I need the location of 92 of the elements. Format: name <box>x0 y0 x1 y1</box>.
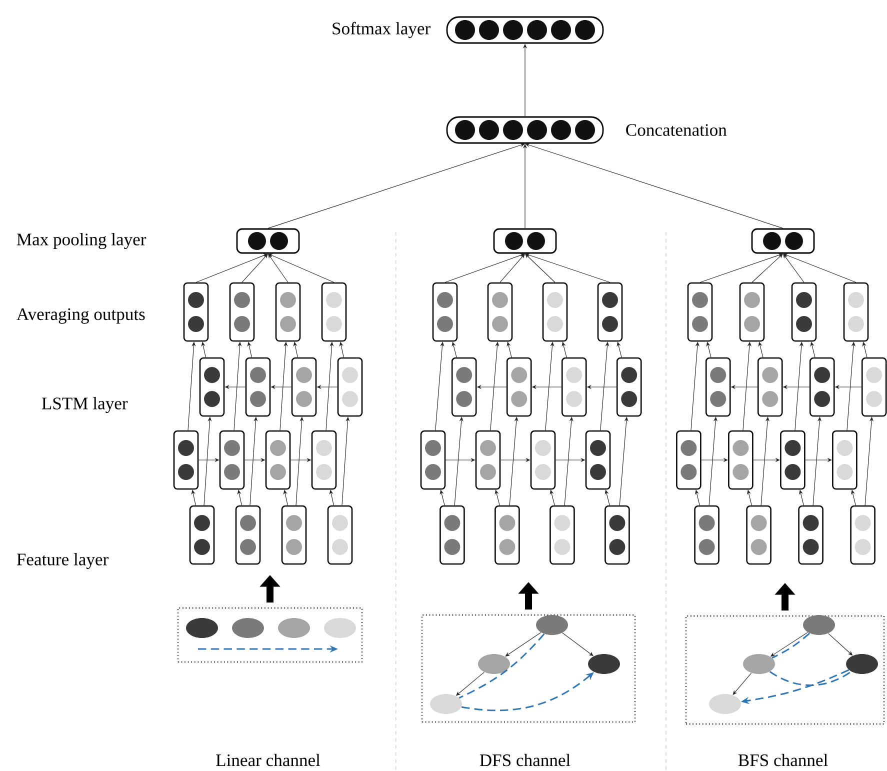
neuron-vector <box>616 357 642 417</box>
neuron-vector <box>757 357 783 417</box>
neuron-vector <box>561 357 587 417</box>
neuron-vector <box>173 430 199 490</box>
neuron-vector <box>420 430 446 490</box>
neuron-vector <box>337 357 363 417</box>
input-box <box>686 616 884 724</box>
graph-node <box>536 615 568 635</box>
neuron-vector <box>739 282 765 342</box>
channel-caption: DFS channel <box>480 754 570 766</box>
channel-caption: BFS channel <box>738 754 828 766</box>
neuron-vector <box>694 505 720 565</box>
layer-label: Max pooling layer <box>16 233 146 249</box>
neuron-vector <box>550 505 575 565</box>
layer-label: Averaging outputs <box>16 308 145 324</box>
neuron-vector <box>327 505 353 565</box>
neuron-vector <box>245 357 271 417</box>
neuron-vector <box>281 505 307 565</box>
input-box <box>422 614 636 722</box>
graph-node <box>324 618 356 638</box>
neuron-vector <box>493 228 557 254</box>
neuron-vector <box>432 282 458 342</box>
arrow <box>525 143 784 229</box>
arrow <box>268 254 334 283</box>
graph-node <box>709 694 741 714</box>
neuron-vector <box>751 228 815 254</box>
neuron-vector <box>219 430 245 490</box>
neuron-vector <box>597 282 623 342</box>
neuron-vector <box>585 430 611 490</box>
graph-node <box>743 654 775 674</box>
arrow <box>525 254 556 283</box>
arrow <box>525 253 610 283</box>
graph-node <box>846 654 878 674</box>
arrow <box>500 254 525 283</box>
neuron-vector <box>705 357 731 417</box>
neuron-vector <box>832 430 858 490</box>
graph-node <box>278 618 310 638</box>
graph-node <box>478 654 510 674</box>
neuron-vector <box>798 505 824 565</box>
neuron-vector <box>850 505 876 565</box>
neuron-vector <box>446 16 604 44</box>
neuron-vector <box>604 505 630 565</box>
neuron-vector <box>236 228 300 254</box>
neuron-vector <box>189 505 215 565</box>
neuron-vector <box>183 282 209 342</box>
arrow <box>732 672 752 695</box>
neuron-vector <box>440 505 465 565</box>
neuron-vector <box>475 430 501 490</box>
neuron-vector <box>746 505 772 565</box>
neuron-vector <box>265 430 291 490</box>
neuron-vector <box>676 430 702 490</box>
arrow <box>752 254 783 283</box>
neuron-vector <box>687 282 713 342</box>
input-box <box>178 608 362 662</box>
neuron-vector <box>506 357 532 417</box>
neuron-vector <box>275 282 301 342</box>
neuron-vector <box>446 116 604 144</box>
traversal-line <box>458 633 545 699</box>
arrow <box>783 254 856 283</box>
layer-label: LSTM layer <box>42 397 128 413</box>
graph-node <box>186 618 218 638</box>
arrow <box>196 254 268 283</box>
neuron-vector <box>728 430 754 490</box>
neuron-vector <box>321 282 347 342</box>
graph-node <box>430 694 462 714</box>
neuron-vector <box>861 357 887 417</box>
arrow <box>268 143 525 229</box>
neuron-vector <box>451 357 477 417</box>
neuron-vector <box>235 505 261 565</box>
neuron-vector <box>843 282 869 342</box>
neuron-vector <box>487 282 513 342</box>
graph-node <box>232 618 264 638</box>
arrow <box>242 254 268 283</box>
neuron-vector <box>791 282 817 342</box>
neuron-vector <box>542 282 568 342</box>
neuron-vector <box>780 430 806 490</box>
layer-label: Concatenation <box>626 124 727 136</box>
traversal-line <box>769 670 852 686</box>
neuron-vector <box>229 282 255 342</box>
neuron-vector <box>809 357 835 417</box>
neuron-vector <box>494 505 520 565</box>
graph-node <box>588 654 620 674</box>
arrow <box>444 253 525 283</box>
neuron-vector <box>291 357 317 417</box>
graph-node <box>803 615 835 635</box>
arrow <box>700 253 783 283</box>
neuron-vector <box>311 430 337 490</box>
layer-label: Softmax layer <box>332 22 430 38</box>
channel-caption: Linear channel <box>216 754 320 766</box>
layer-label: Feature layer <box>16 553 108 569</box>
neuron-vector <box>199 357 225 417</box>
neuron-vector <box>530 430 556 490</box>
